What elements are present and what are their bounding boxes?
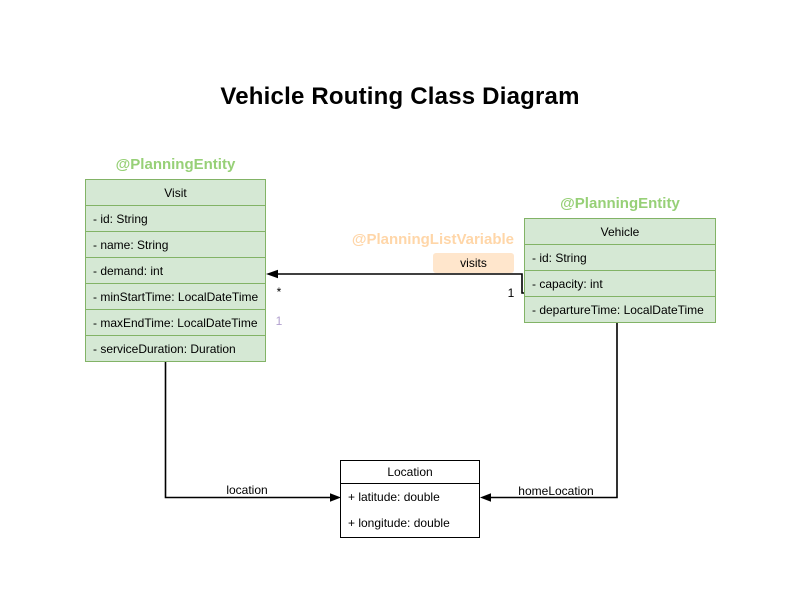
vehicle-attribute-row: - departureTime: LocalDateTime	[525, 296, 715, 322]
visit-attribute-row: - demand: int	[86, 257, 265, 283]
visit-attribute-row: - maxEndTime: LocalDateTime	[86, 309, 265, 335]
location-attribute-row: + latitude: double	[348, 490, 440, 504]
home-location-association-arrow	[480, 323, 618, 502]
visits-association-arrow	[266, 269, 524, 294]
visit-class-box: Visit - id: String - name: String - dema…	[85, 179, 266, 362]
vehicle-attribute-row: - capacity: int	[525, 270, 715, 296]
home-location-edge-label: homeLocation	[518, 484, 594, 498]
visit-attribute-row: - name: String	[86, 231, 265, 257]
location-attribute-row: + longitude: double	[348, 516, 450, 530]
location-association-arrow	[164, 362, 341, 502]
visits-edge-label: visits	[433, 253, 514, 273]
visits-source-multiplicity: 1	[507, 286, 515, 300]
planning-entity-annotation-visit: @PlanningEntity	[115, 156, 236, 173]
vehicle-attribute-row: - id: String	[525, 244, 715, 270]
vehicle-class-box: Vehicle - id: String - capacity: int - d…	[524, 218, 716, 323]
location-class-title: Location	[341, 461, 479, 484]
visit-attribute-row: - serviceDuration: Duration	[86, 335, 265, 361]
visit-attribute-row: - minStartTime: LocalDateTime	[86, 283, 265, 309]
planning-entity-annotation-vehicle: @PlanningEntity	[560, 195, 680, 212]
diagram-title: Vehicle Routing Class Diagram	[220, 83, 580, 110]
visit-class-title: Visit	[164, 185, 187, 200]
planning-list-variable-annotation: @PlanningListVariable	[351, 231, 514, 248]
location-edge-label: location	[226, 483, 268, 497]
vehicle-class-title: Vehicle	[600, 224, 640, 239]
visit-attribute-row: - id: String	[86, 205, 265, 231]
location-class-box: Location + latitude: double + longitude:…	[340, 460, 480, 538]
visits-target-multiplicity: *	[276, 285, 282, 299]
visits-extra-multiplicity: 1	[275, 314, 283, 328]
